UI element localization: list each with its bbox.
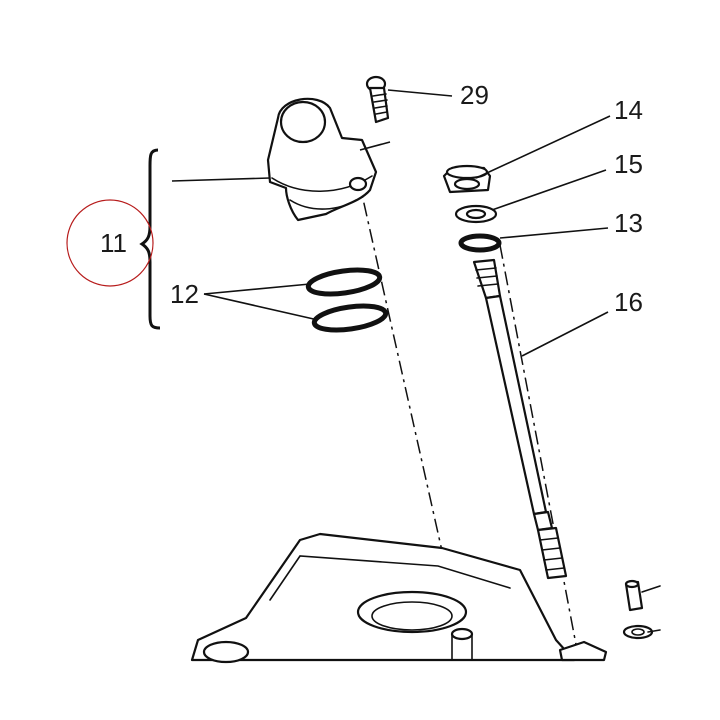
housing-11 bbox=[266, 97, 378, 222]
screw-29 bbox=[365, 75, 390, 124]
o-ring-13 bbox=[458, 233, 502, 253]
tube-16 bbox=[472, 258, 568, 580]
o-ring-12-lower bbox=[311, 303, 389, 333]
washer-15 bbox=[454, 204, 498, 224]
assembly-axis-right bbox=[499, 244, 579, 656]
leader-lines bbox=[171, 89, 611, 357]
highlight-circle bbox=[66, 199, 154, 287]
callout-15: 15 bbox=[614, 149, 643, 179]
group-bracket bbox=[139, 148, 161, 330]
o-ring-12-upper bbox=[305, 267, 383, 297]
nut-14 bbox=[442, 164, 492, 194]
callout-29: 29 bbox=[460, 80, 489, 110]
callout-16: 16 bbox=[614, 287, 643, 317]
callout-13: 13 bbox=[614, 208, 643, 238]
callout-11: 11 bbox=[100, 228, 127, 258]
base-casting bbox=[190, 532, 608, 664]
callout-12: 12 bbox=[170, 279, 199, 309]
pin-bottom-right bbox=[622, 579, 661, 640]
callout-14: 14 bbox=[614, 95, 643, 125]
